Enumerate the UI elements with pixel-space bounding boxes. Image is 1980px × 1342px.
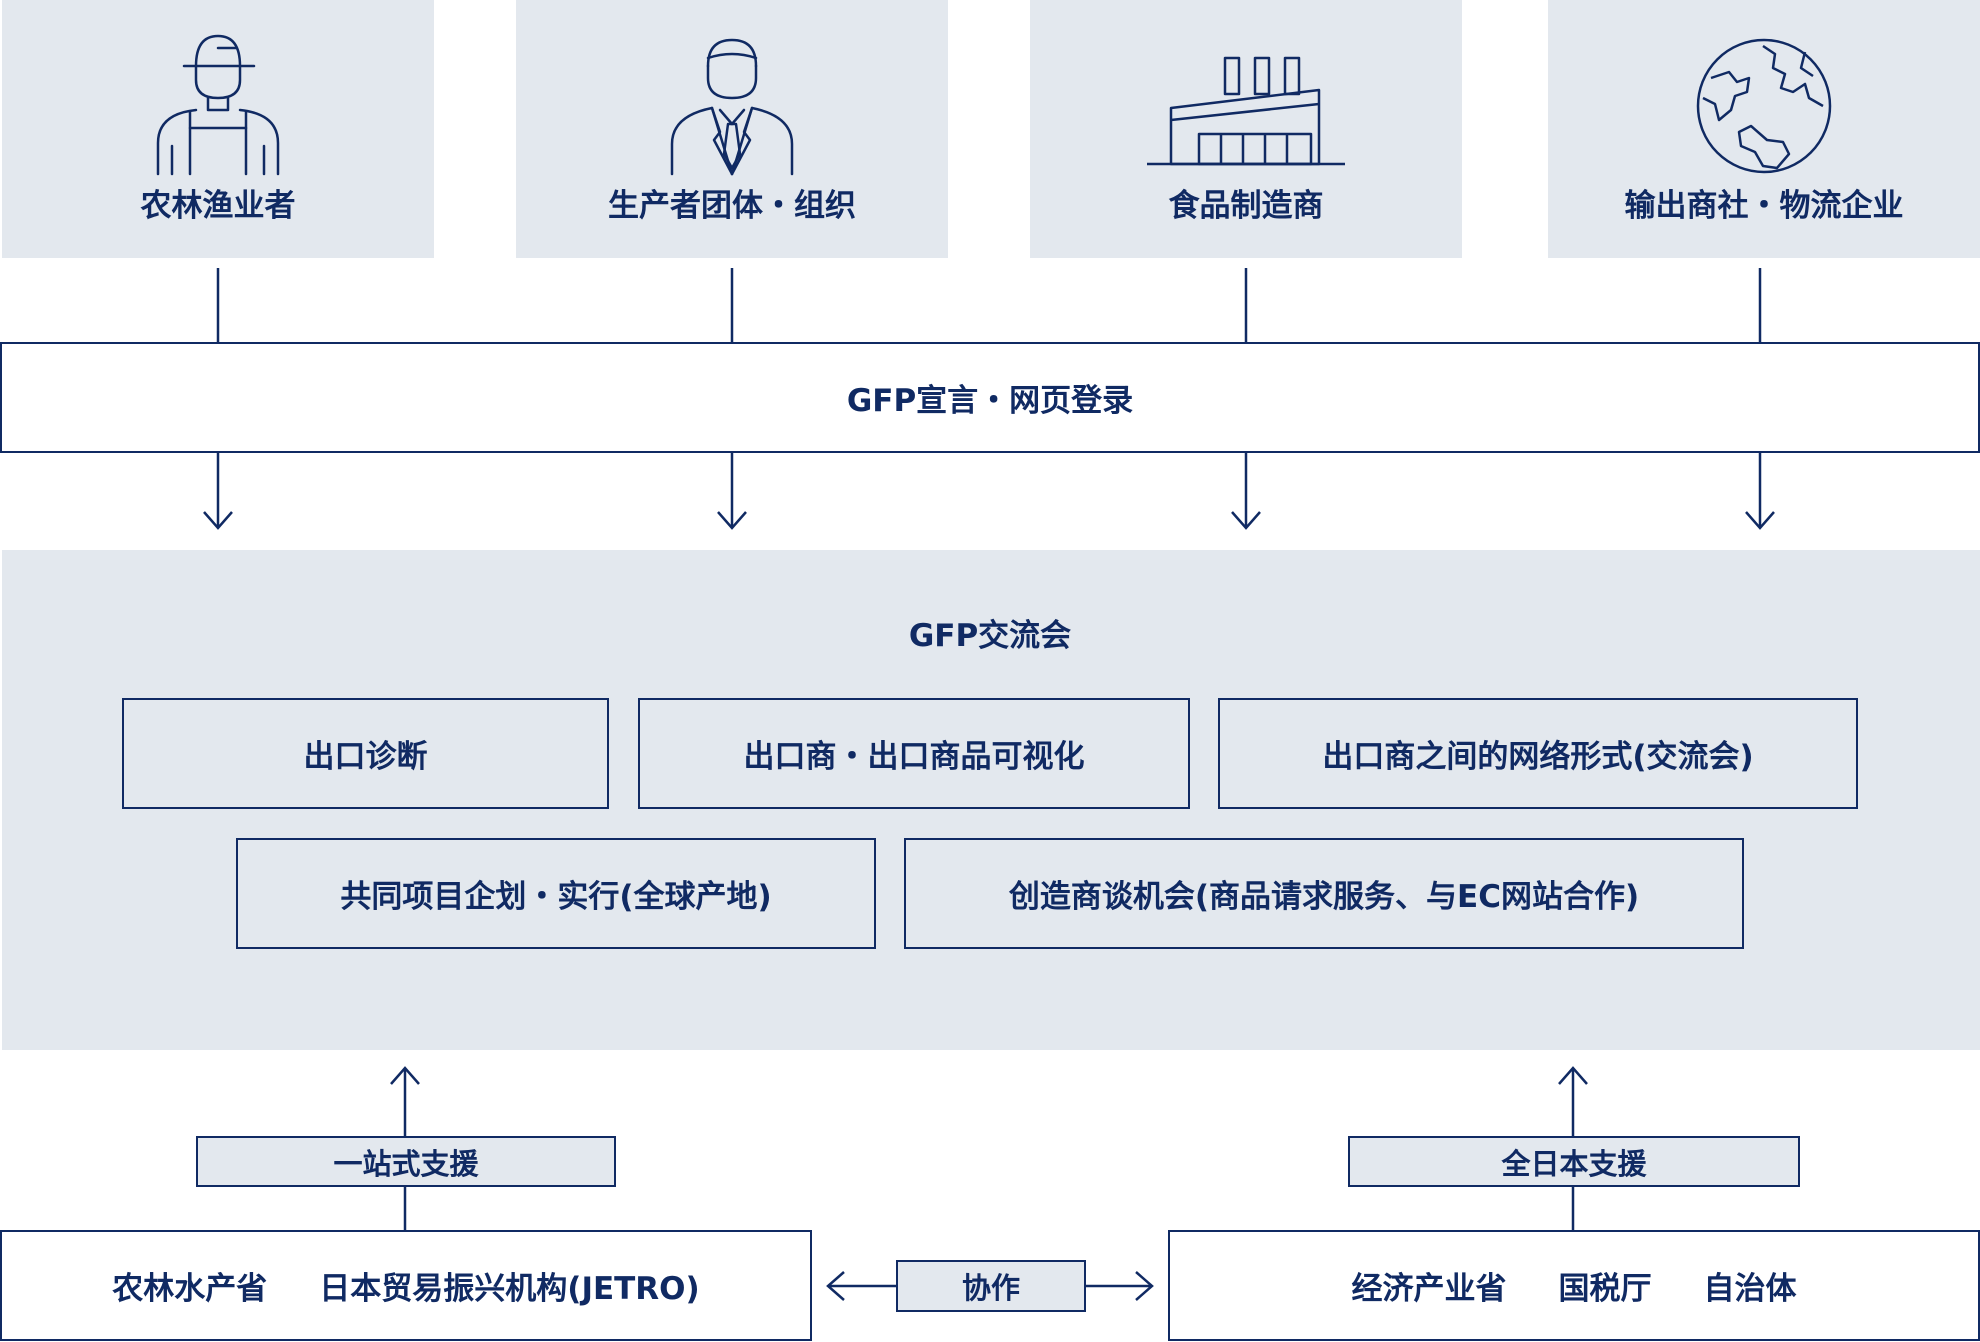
exchange-item-business-opportunity: 创造商谈机会(商品请求服务、与EC网站合作)	[904, 838, 1744, 949]
one-stop-support-label: 一站式支援	[196, 1136, 616, 1187]
exchange-item-network: 出口商之间的网络形式(交流会)	[1218, 698, 1858, 809]
farmer-icon	[156, 34, 280, 176]
participant-label: 输出商社・物流企业	[1624, 188, 1904, 224]
right-organizations-box: 经济产业省 国税厅 自治体	[1168, 1230, 1980, 1341]
participant-label: 农林渔业者	[140, 188, 296, 224]
registration-bar: GFP宣言・网页登录	[0, 342, 1980, 453]
cooperation-label: 协作	[896, 1260, 1086, 1312]
participant-card-exporters-logistics: 输出商社・物流企业	[1548, 0, 1980, 258]
org-maff: 农林水产省	[112, 1271, 268, 1307]
exchange-item-export-diagnosis: 出口诊断	[122, 698, 609, 809]
participant-card-farmers: 农林渔业者	[2, 0, 434, 258]
org-jetro: 日本贸易振兴机构(JETRO)	[319, 1271, 700, 1307]
support-label-text: 全日本支援	[1501, 1146, 1647, 1181]
factory-icon	[1147, 56, 1345, 166]
support-label-text: 一站式支援	[333, 1146, 479, 1181]
left-organizations-box: 农林水产省 日本贸易振兴机构(JETRO)	[0, 1230, 812, 1341]
participant-label: 食品制造商	[1168, 188, 1324, 224]
exchange-item-label: 创造商谈机会(商品请求服务、与EC网站合作)	[1008, 879, 1640, 915]
exchange-item-label: 共同项目企划・实行(全球产地)	[340, 879, 772, 915]
exchange-item-visualization: 出口商・出口商品可视化	[638, 698, 1190, 809]
exchange-title: GFP交流会	[908, 618, 1072, 654]
exchange-item-label: 出口商・出口商品可视化	[743, 739, 1085, 775]
cooperation-text: 协作	[961, 1271, 1020, 1305]
all-japan-support-label: 全日本支援	[1348, 1136, 1800, 1187]
participant-label: 生产者团体・组织	[608, 188, 856, 224]
participant-card-producer-groups: 生产者团体・组织	[516, 0, 948, 258]
org-nta: 国税厅	[1558, 1271, 1652, 1307]
exchange-item-label: 出口诊断	[303, 739, 428, 775]
org-meti: 经济产业省	[1351, 1271, 1507, 1307]
exchange-item-label: 出口商之间的网络形式(交流会)	[1322, 739, 1754, 775]
org-local-government: 自治体	[1703, 1271, 1797, 1307]
participant-card-food-manufacturers: 食品制造商	[1030, 0, 1462, 258]
exchange-item-joint-project: 共同项目企划・实行(全球产地)	[236, 838, 876, 949]
registration-label: GFP宣言・网页登录	[846, 383, 1134, 419]
globe-icon	[1696, 38, 1832, 174]
businessman-icon	[670, 38, 794, 176]
